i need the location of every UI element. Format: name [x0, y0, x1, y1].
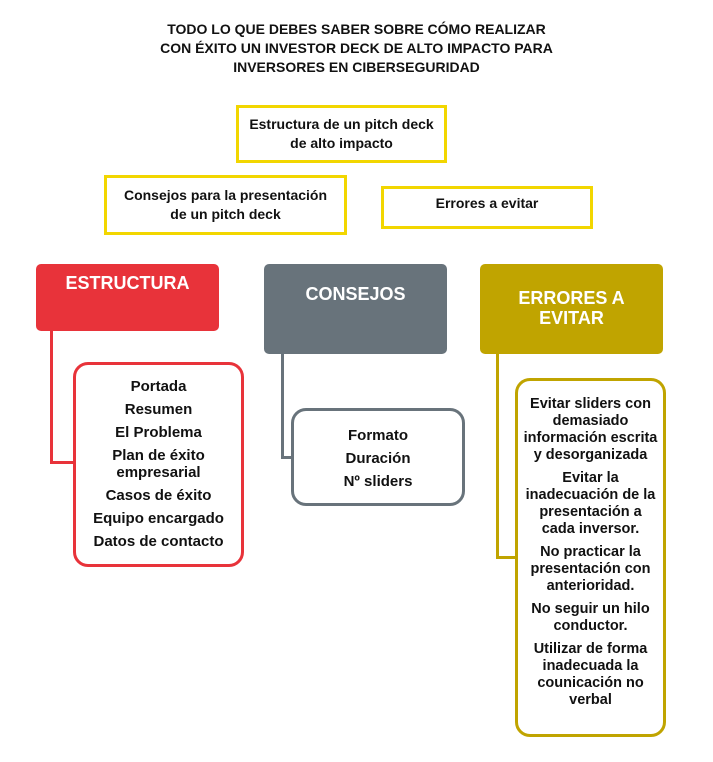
errores-header: ERRORES A EVITAR	[480, 264, 663, 354]
link-errores[interactable]: Errores a evitar	[381, 186, 593, 229]
list-item: Casos de éxito	[105, 487, 212, 504]
estructura-list: Portada Resumen El Problema Plan de éxit…	[73, 362, 244, 567]
list-item: No seguir un hilo conductor.	[531, 601, 650, 634]
connector-consejos	[281, 353, 284, 459]
title-line: INVERSORES EN CIBERSEGURIDAD	[233, 59, 480, 75]
connector-errores	[496, 556, 517, 559]
page-title: TODO LO QUE DEBES SABER SOBRE CÓMO REALI…	[100, 20, 613, 77]
connector-errores	[496, 353, 499, 559]
list-item: Datos de contacto	[93, 533, 224, 550]
estructura-header: ESTRUCTURA	[36, 264, 219, 331]
list-item: Equipo encargado	[93, 510, 224, 527]
title-line: CON ÉXITO UN INVESTOR DECK DE ALTO IMPAC…	[160, 40, 553, 56]
list-item: Portada	[130, 378, 187, 395]
list-item: Utilizar de forma inadecuada la counicac…	[533, 641, 648, 708]
list-item: El Problema	[115, 424, 202, 441]
list-item: Plan de éxito empresarial	[112, 447, 205, 481]
heading: CONSEJOS	[305, 284, 406, 304]
link-label: Consejos para la presentación de un pitc…	[123, 187, 328, 222]
title-line: TODO LO QUE DEBES SABER SOBRE CÓMO REALI…	[167, 21, 546, 37]
link-label: Estructura de un pitch deck de alto impa…	[249, 116, 434, 151]
list-item: Nº sliders	[343, 473, 413, 490]
list-item: Duración	[345, 450, 411, 467]
link-estructura[interactable]: Estructura de un pitch deck de alto impa…	[236, 105, 447, 163]
list-item: Evitar la inadecuación de la presentació…	[525, 470, 656, 537]
heading: ERRORES A EVITAR	[518, 288, 625, 328]
list-item: Resumen	[124, 401, 193, 418]
link-consejos[interactable]: Consejos para la presentación de un pitc…	[104, 175, 347, 235]
link-label: Errores a evitar	[435, 195, 539, 211]
list-item: No practicar la presentación con anterio…	[530, 544, 651, 594]
list-item: Evitar sliders con demasiado información…	[523, 396, 658, 463]
connector-consejos	[281, 456, 293, 459]
consejos-header: CONSEJOS	[264, 264, 447, 354]
list-item: Formato	[348, 427, 408, 444]
errores-list: Evitar sliders con demasiado información…	[515, 378, 666, 737]
connector-estructura	[50, 461, 75, 464]
heading: ESTRUCTURA	[65, 273, 190, 293]
connector-estructura	[50, 330, 53, 464]
consejos-list: Formato Duración Nº sliders	[291, 408, 465, 506]
